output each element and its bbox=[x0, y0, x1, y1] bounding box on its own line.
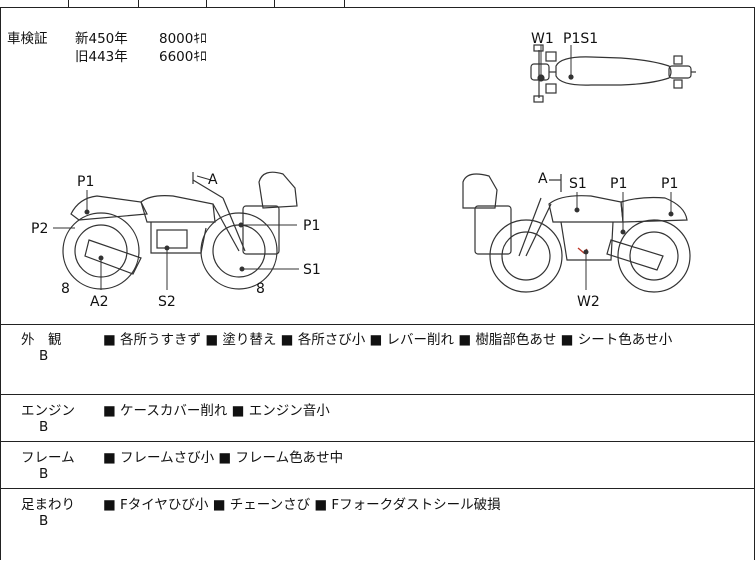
left-view-leaders bbox=[53, 175, 299, 290]
strip-cell bbox=[0, 0, 69, 7]
shaken-kind: 旧443年 bbox=[75, 49, 128, 65]
strip-cell bbox=[68, 0, 139, 7]
label-s2: S2 bbox=[158, 294, 176, 310]
strip-cell bbox=[274, 0, 345, 7]
strip-cell bbox=[138, 0, 207, 7]
label-w2: W2 bbox=[577, 294, 600, 310]
condition-grade: B bbox=[39, 466, 49, 482]
diagram-panel: 車検証 新450年 8000ｷﾛ 旧443年 6600ｷﾛ bbox=[0, 7, 755, 325]
label-p1: P1 bbox=[661, 176, 678, 192]
condition-items: ■ ケースカバー削れ ■ エンジン音小 bbox=[103, 403, 330, 419]
label-s1: S1 bbox=[303, 262, 321, 278]
label-w1: W1 bbox=[531, 31, 554, 47]
condition-grade: B bbox=[39, 419, 49, 435]
label-a: A bbox=[208, 172, 218, 188]
condition-grade: B bbox=[39, 513, 49, 529]
condition-items: ■ Fタイヤひび小 ■ チェーンさび ■ Fフォークダストシール破損 bbox=[103, 497, 501, 513]
label-s1: S1 bbox=[569, 176, 587, 192]
condition-category: 足まわり bbox=[21, 497, 75, 513]
right-view-leaders bbox=[553, 179, 674, 290]
motorcycle-diagrams: W1 P1S1 bbox=[31, 31, 696, 310]
condition-row-engine: エンジン B ■ ケースカバー削れ ■ エンジン音小 bbox=[0, 395, 755, 442]
shaken-amount: 6600ｷﾛ bbox=[159, 49, 207, 65]
label-8: 8 bbox=[256, 281, 265, 297]
label-a: A bbox=[538, 171, 548, 187]
condition-row-suspension: 足まわり B ■ Fタイヤひび小 ■ チェーンさび ■ Fフォークダストシール破… bbox=[0, 489, 755, 560]
label-p1: P1 bbox=[303, 218, 320, 234]
label-p2: P2 bbox=[31, 221, 48, 237]
condition-row-frame: フレーム B ■ フレームさび小 ■ フレーム色あせ中 bbox=[0, 442, 755, 489]
left-view-bike bbox=[62, 171, 298, 290]
condition-grade: B bbox=[39, 348, 49, 364]
right-view-bike bbox=[462, 173, 691, 293]
top-view-bike bbox=[530, 44, 696, 103]
top-table-strip bbox=[0, 0, 755, 8]
shaken-label: 車検証 bbox=[7, 31, 48, 47]
condition-row-exterior: 外 観 B ■ 各所うすきず ■ 塗り替え ■ 各所さび小 ■ レバー削れ ■ … bbox=[0, 324, 755, 395]
strip-cell bbox=[206, 0, 275, 7]
condition-category: エンジン bbox=[21, 403, 75, 419]
condition-items: ■ 各所うすきず ■ 塗り替え ■ 各所さび小 ■ レバー削れ ■ 樹脂部色あせ… bbox=[103, 332, 673, 348]
label-p1: P1 bbox=[77, 174, 94, 190]
label-a2: A2 bbox=[90, 294, 108, 310]
label-8: 8 bbox=[61, 281, 70, 297]
shaken-row-new: 新450年 8000ｷﾛ bbox=[75, 30, 207, 48]
shaken-kind: 新450年 bbox=[75, 31, 128, 47]
condition-category: フレーム bbox=[21, 450, 75, 466]
shaken-amount: 8000ｷﾛ bbox=[159, 31, 207, 47]
condition-items: ■ フレームさび小 ■ フレーム色あせ中 bbox=[103, 450, 344, 466]
condition-category: 外 観 bbox=[21, 332, 62, 348]
label-p1s1: P1S1 bbox=[563, 31, 598, 47]
label-p1: P1 bbox=[610, 176, 627, 192]
shaken-row-old: 旧443年 6600ｷﾛ bbox=[75, 48, 207, 66]
